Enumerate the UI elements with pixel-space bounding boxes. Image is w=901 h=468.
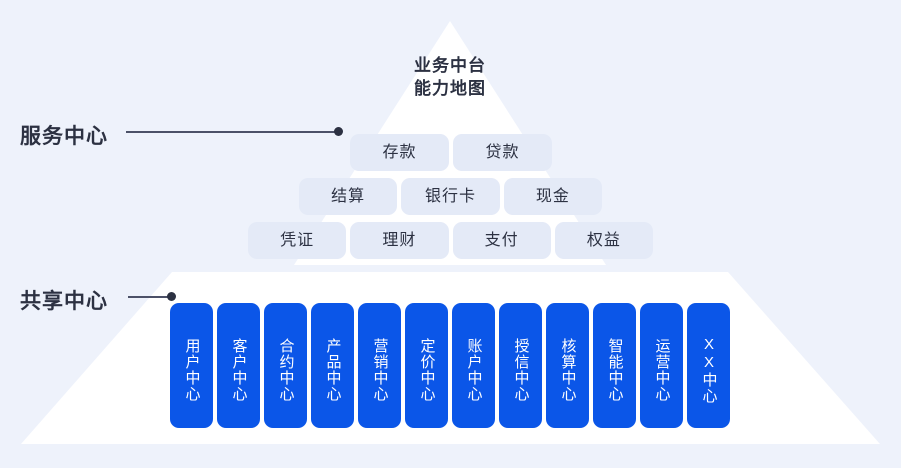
service-chip[interactable]: 存款 xyxy=(350,134,449,171)
connector-dot-shared xyxy=(167,292,176,301)
shared-center-card[interactable]: 智能中心 xyxy=(593,303,636,428)
shared-center-card[interactable]: 用户中心 xyxy=(170,303,213,428)
shared-center-card[interactable]: 客户中心 xyxy=(217,303,260,428)
label-shared-center: 共享中心 xyxy=(20,290,108,313)
page-title: 业务中台 能力地图 xyxy=(414,56,486,98)
service-chip-row-2: 结算 银行卡 现金 xyxy=(299,178,602,215)
shared-center-card[interactable]: 定价中心 xyxy=(405,303,448,428)
service-chip[interactable]: 银行卡 xyxy=(401,178,500,215)
pyramid-lower-band xyxy=(21,272,880,444)
service-chip[interactable]: 理财 xyxy=(350,222,449,259)
service-chip[interactable]: 结算 xyxy=(299,178,398,215)
service-chip-row-3: 凭证 理财 支付 权益 xyxy=(248,222,653,259)
shared-center-card[interactable]: 核算中心 xyxy=(546,303,589,428)
service-chip[interactable]: 凭证 xyxy=(248,222,347,259)
connector-dot-service xyxy=(334,127,343,136)
service-chip-row-1: 存款 贷款 xyxy=(350,134,552,171)
shared-center-card[interactable]: 账户中心 xyxy=(452,303,495,428)
shared-center-card-list: 用户中心 客户中心 合约中心 产品中心 营销中心 定价中心 账户中心 授信中心 … xyxy=(170,303,730,428)
connector-line-shared xyxy=(128,296,173,298)
shared-center-card[interactable]: 授信中心 xyxy=(499,303,542,428)
shared-center-card[interactable]: 产品中心 xyxy=(311,303,354,428)
connector-line-service xyxy=(126,131,338,133)
service-chip[interactable]: 支付 xyxy=(452,222,551,259)
label-service-center: 服务中心 xyxy=(20,125,108,148)
shared-center-card[interactable]: 营销中心 xyxy=(358,303,401,428)
shared-center-card[interactable]: XX中心 xyxy=(687,303,730,428)
service-chip[interactable]: 权益 xyxy=(554,222,653,259)
service-chip[interactable]: 贷款 xyxy=(453,134,552,171)
service-chip[interactable]: 现金 xyxy=(503,178,602,215)
shared-center-card[interactable]: 合约中心 xyxy=(264,303,307,428)
shared-center-card[interactable]: 运营中心 xyxy=(640,303,683,428)
